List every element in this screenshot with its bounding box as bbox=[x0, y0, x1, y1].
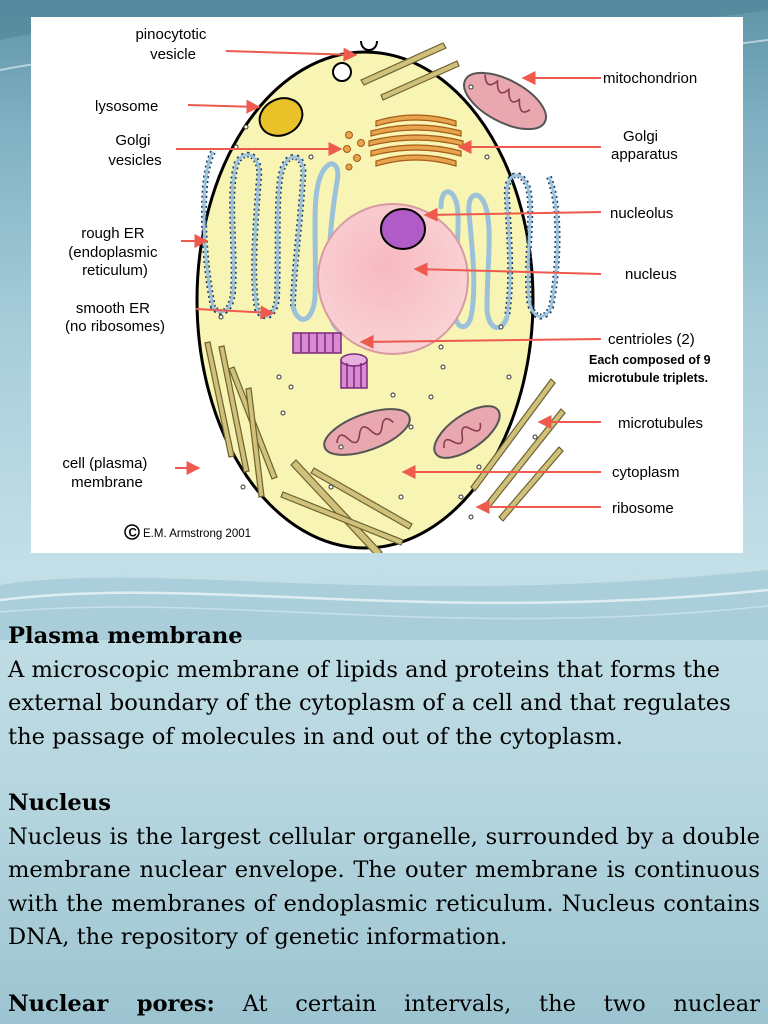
rough-er-left bbox=[200, 150, 307, 320]
cell-diagram: pinocytotic vesicle lysosome Golgi vesic… bbox=[31, 17, 743, 553]
nucleolus bbox=[380, 208, 426, 250]
text-content: Plasma membrane A microscopic membrane o… bbox=[8, 620, 760, 1021]
term-nuclear-pores: Nuclear pores: bbox=[8, 990, 215, 1017]
mitochondrion-top bbox=[463, 71, 547, 131]
text-plasma-membrane: A microscopic membrane of lipids and pro… bbox=[8, 656, 731, 750]
label-nucleolus: nucleolus bbox=[610, 205, 673, 222]
label-nucleus: nucleus bbox=[625, 266, 677, 283]
copyright-icon: C bbox=[129, 528, 137, 540]
microtubules bbox=[204, 42, 566, 553]
label-ribosome: ribosome bbox=[612, 500, 674, 517]
label-golgi-apparatus: Golgi apparatus bbox=[611, 128, 678, 163]
lysosome bbox=[258, 97, 304, 137]
section-nuclear-pores: Nuclear pores: At certain intervals, the… bbox=[8, 988, 760, 1022]
mitochondrion-left bbox=[323, 408, 411, 456]
mitochondrion-right bbox=[433, 405, 501, 459]
label-centrioles: centrioles (2) bbox=[608, 331, 695, 348]
label-cell-membrane: cell (plasma) membrane bbox=[62, 455, 151, 491]
text-nucleus: Nucleus is the largest cellular organell… bbox=[8, 823, 760, 951]
label-centrioles-note: Each composed of 9 microtubule triplets. bbox=[588, 353, 714, 385]
golgi-vesicles bbox=[343, 131, 365, 171]
label-smooth-er: smooth ER (no ribosomes) bbox=[65, 300, 165, 335]
label-golgi-vesicles: Golgi vesicles bbox=[108, 132, 161, 169]
label-microtubules: microtubules bbox=[618, 415, 703, 432]
svg-text:E.M. Armstrong 2001: E.M. Armstrong 2001 bbox=[143, 528, 251, 540]
golgi-apparatus bbox=[368, 114, 464, 167]
term-plasma-membrane: Plasma membrane bbox=[8, 623, 243, 649]
label-pinocytotic-vesicle: pinocytotic vesicle bbox=[135, 26, 210, 63]
section-plasma-membrane: Plasma membrane A microscopic membrane o… bbox=[8, 620, 760, 754]
centrioles bbox=[292, 332, 368, 389]
label-rough-er: rough ER (endoplasmic reticulum) bbox=[68, 225, 161, 279]
pinocytotic-vesicle bbox=[332, 40, 378, 82]
label-mitochondrion: mitochondrion bbox=[603, 70, 697, 87]
label-arrows bbox=[175, 47, 602, 514]
term-nucleus: Nucleus bbox=[8, 790, 111, 816]
rough-er-right bbox=[503, 172, 561, 320]
copyright-notice: C E.M. Armstrong 2001 bbox=[124, 524, 251, 540]
label-cytoplasm: cytoplasm bbox=[612, 464, 680, 481]
nucleus bbox=[317, 203, 469, 355]
section-nucleus: Nucleus Nucleus is the largest cellular … bbox=[8, 787, 760, 955]
ribosomes bbox=[218, 84, 538, 520]
text-nuclear-pores: At certain intervals, the two nuclear bbox=[242, 990, 760, 1017]
smooth-er-right bbox=[438, 189, 510, 331]
label-lysosome: lysosome bbox=[95, 98, 158, 115]
